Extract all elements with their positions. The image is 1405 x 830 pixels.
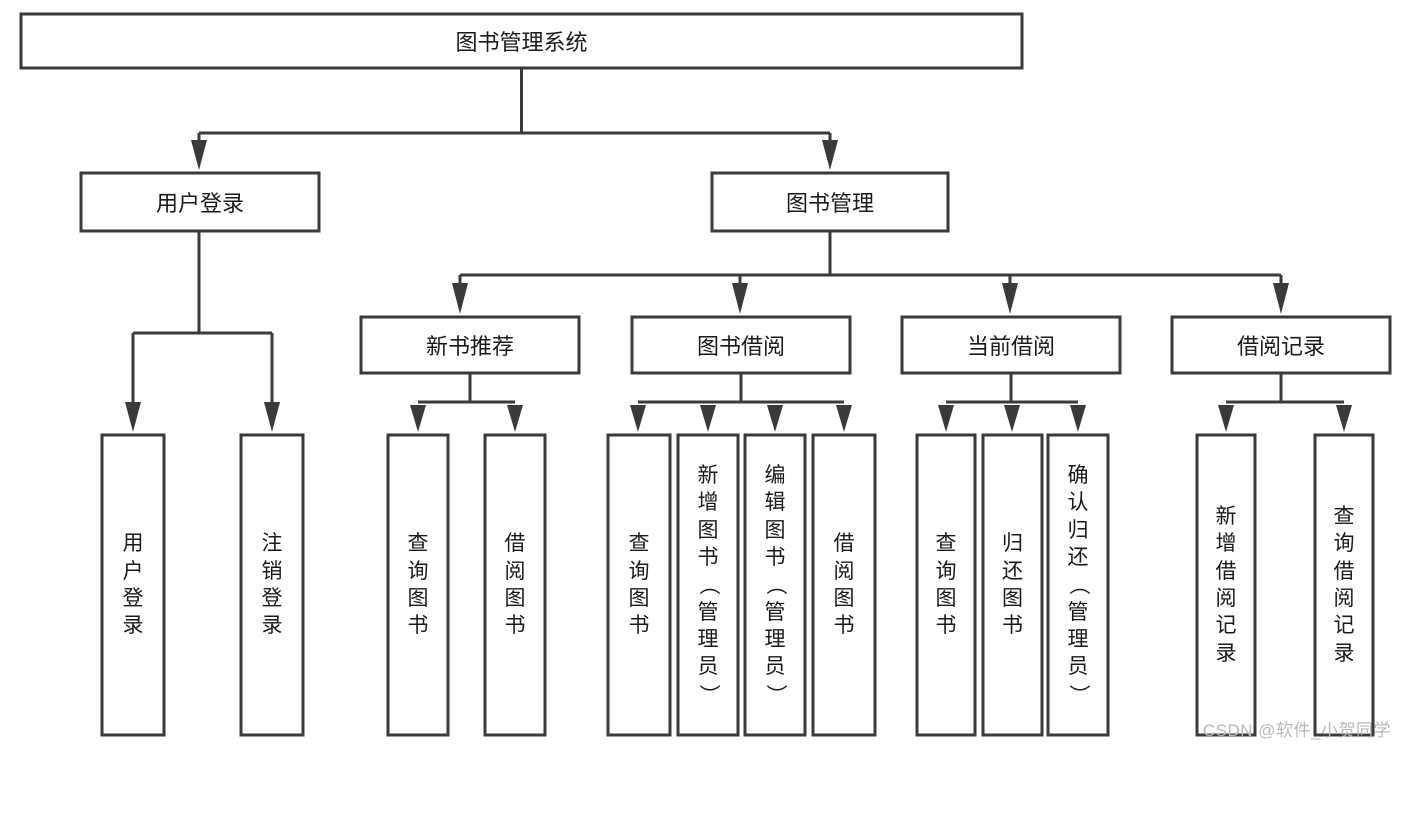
arrow-icon-borrowrecord-2: [1336, 405, 1352, 432]
arrow-icon-bookmanage-3: [1002, 283, 1018, 314]
arrow-icon-root-1: [191, 140, 207, 170]
node-borrow-record[interactable]: [1170, 315, 1392, 375]
watermark: CSDN @软件_小贺同学: [1202, 721, 1391, 740]
diagram-canvas: [19, 12, 1392, 737]
node-user-login[interactable]: [79, 171, 321, 233]
arrow-icon-borrowbook-3: [767, 405, 783, 432]
diagram-root: 图书管理系统 用户登录 图书管理 新书推荐 图书借阅 当前借阅 借阅记录 用户登…: [19, 12, 1392, 740]
arrow-icon-currentborrow-3: [1070, 405, 1086, 432]
node-leaf-edit-book-admin[interactable]: [743, 433, 807, 737]
arrow-icon-currentborrow-2: [1004, 405, 1020, 432]
arrow-icon-userlogin-1: [125, 402, 141, 432]
arrow-icon-newbook-2: [507, 405, 523, 432]
arrow-icon-bookmanage-4: [1273, 283, 1289, 314]
node-leaf-query-borrow-record[interactable]: [1313, 433, 1375, 737]
node-leaf-borrow-book-recommend[interactable]: [483, 433, 547, 737]
node-leaf-user-login[interactable]: [100, 433, 166, 737]
node-leaf-confirm-return-admin[interactable]: [1046, 433, 1110, 737]
arrow-icon-borrowbook-2: [700, 405, 716, 432]
connector-group-borrow-book: [630, 373, 852, 432]
connector-group-root: [191, 68, 838, 170]
node-root-book-management-system[interactable]: [19, 12, 1024, 70]
node-leaf-query-book-current[interactable]: [915, 433, 977, 737]
node-leaf-return-book[interactable]: [981, 433, 1044, 737]
connector-group-borrow-record: [1218, 373, 1352, 432]
arrow-icon-bookmanage-2: [732, 283, 748, 314]
arrow-icon-userlogin-2: [264, 402, 280, 432]
node-leaf-add-book-admin[interactable]: [676, 433, 740, 737]
node-leaf-borrow-book[interactable]: [811, 433, 877, 737]
node-current-borrow[interactable]: [900, 315, 1122, 375]
arrow-icon-root-2: [822, 140, 838, 170]
node-leaf-logout[interactable]: [239, 433, 305, 737]
node-leaf-query-book-borrow[interactable]: [606, 433, 672, 737]
arrow-icon-borrowbook-1: [630, 405, 646, 432]
connector-group-book-manage: [452, 231, 1289, 314]
arrow-icon-newbook-1: [410, 405, 426, 432]
node-leaf-add-borrow-record[interactable]: [1195, 433, 1257, 737]
arrow-icon-borrowbook-4: [836, 405, 852, 432]
connector-group-current-borrow: [938, 373, 1086, 432]
arrow-icon-bookmanage-1: [452, 283, 468, 314]
connector-group-new-book: [410, 373, 523, 432]
connector-group-user-login: [125, 231, 280, 432]
node-new-book-recommend[interactable]: [359, 315, 581, 375]
node-leaf-query-book-recommend[interactable]: [386, 433, 450, 737]
node-book-management[interactable]: [710, 171, 950, 233]
arrow-icon-currentborrow-1: [938, 405, 954, 432]
node-book-borrow[interactable]: [630, 315, 852, 375]
arrow-icon-borrowrecord-1: [1218, 405, 1234, 432]
